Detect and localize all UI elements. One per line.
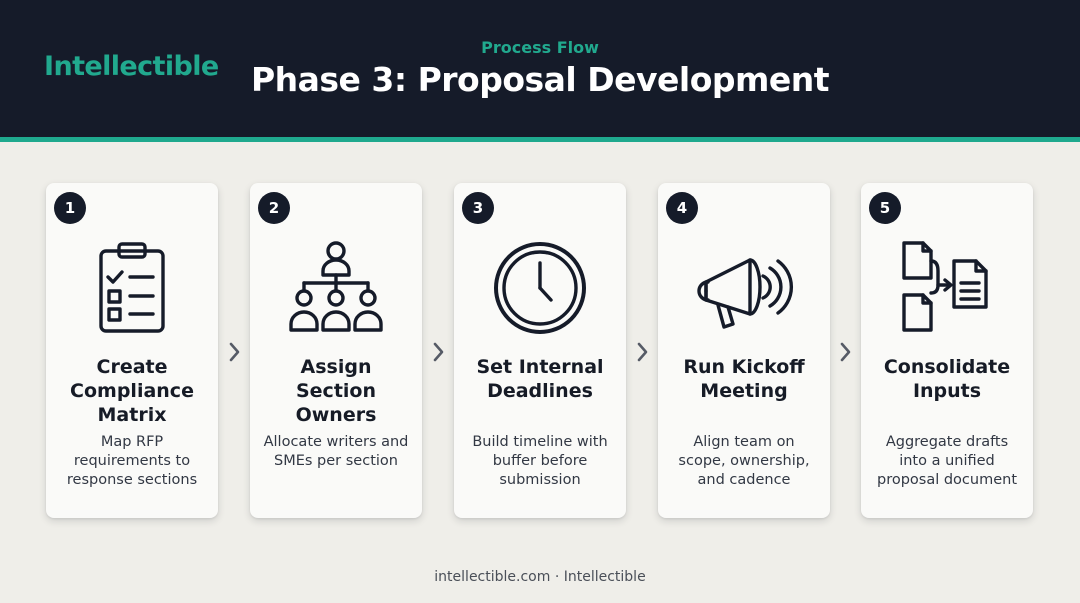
step-title: Assign Section Owners <box>295 356 377 426</box>
clock-icon <box>490 238 590 338</box>
step-card-4: 4 Run Kickoff Meeting Align team on scop… <box>658 183 830 518</box>
org-chart-icon <box>286 238 386 338</box>
step-card-3: 3 Set Internal Deadlines Build timeline … <box>454 183 626 518</box>
step-card-1: 1 Create Compliance Matrix Map RFP requi… <box>46 183 218 518</box>
step-number-badge: 2 <box>258 192 290 224</box>
step-description: Allocate writers and SMEs per section <box>263 434 409 469</box>
megaphone-icon <box>694 238 794 338</box>
step-title: Set Internal Deadlines <box>476 356 604 402</box>
step-number-badge: 4 <box>666 192 698 224</box>
merge-documents-icon <box>897 238 997 338</box>
step-title: Create Compliance Matrix <box>70 356 194 426</box>
step-card-5: 5 Consolidate Inputs Aggregate drafts in… <box>861 183 1033 518</box>
step-number-badge: 5 <box>869 192 901 224</box>
step-description: Build timeline with buffer before submis… <box>472 434 608 488</box>
step-number-badge: 1 <box>54 192 86 224</box>
step-number-badge: 3 <box>462 192 494 224</box>
footer-text: intellectible.com · Intellectible <box>434 569 646 585</box>
page-title: Phase 3: Proposal Development <box>250 60 830 99</box>
header-bar <box>0 0 1080 137</box>
step-description: Align team on scope, ownership, and cade… <box>678 434 810 488</box>
chevron-right-icon <box>635 341 649 363</box>
chevron-right-icon <box>227 341 241 363</box>
step-description: Map RFP requirements to response section… <box>66 434 198 488</box>
chevron-right-icon <box>838 341 852 363</box>
step-description: Aggregate drafts into a unified proposal… <box>876 434 1018 488</box>
clipboard-checklist-icon <box>82 238 182 338</box>
step-card-2: 2 Assign Section Owners Allocate writers… <box>250 183 422 518</box>
chevron-right-icon <box>431 341 445 363</box>
step-title: Run Kickoff Meeting <box>683 356 805 402</box>
header-accent-line <box>0 137 1080 142</box>
brand-logo: Intellectible <box>44 51 219 82</box>
step-title: Consolidate Inputs <box>883 356 1011 402</box>
section-eyebrow: Process Flow <box>481 38 599 57</box>
